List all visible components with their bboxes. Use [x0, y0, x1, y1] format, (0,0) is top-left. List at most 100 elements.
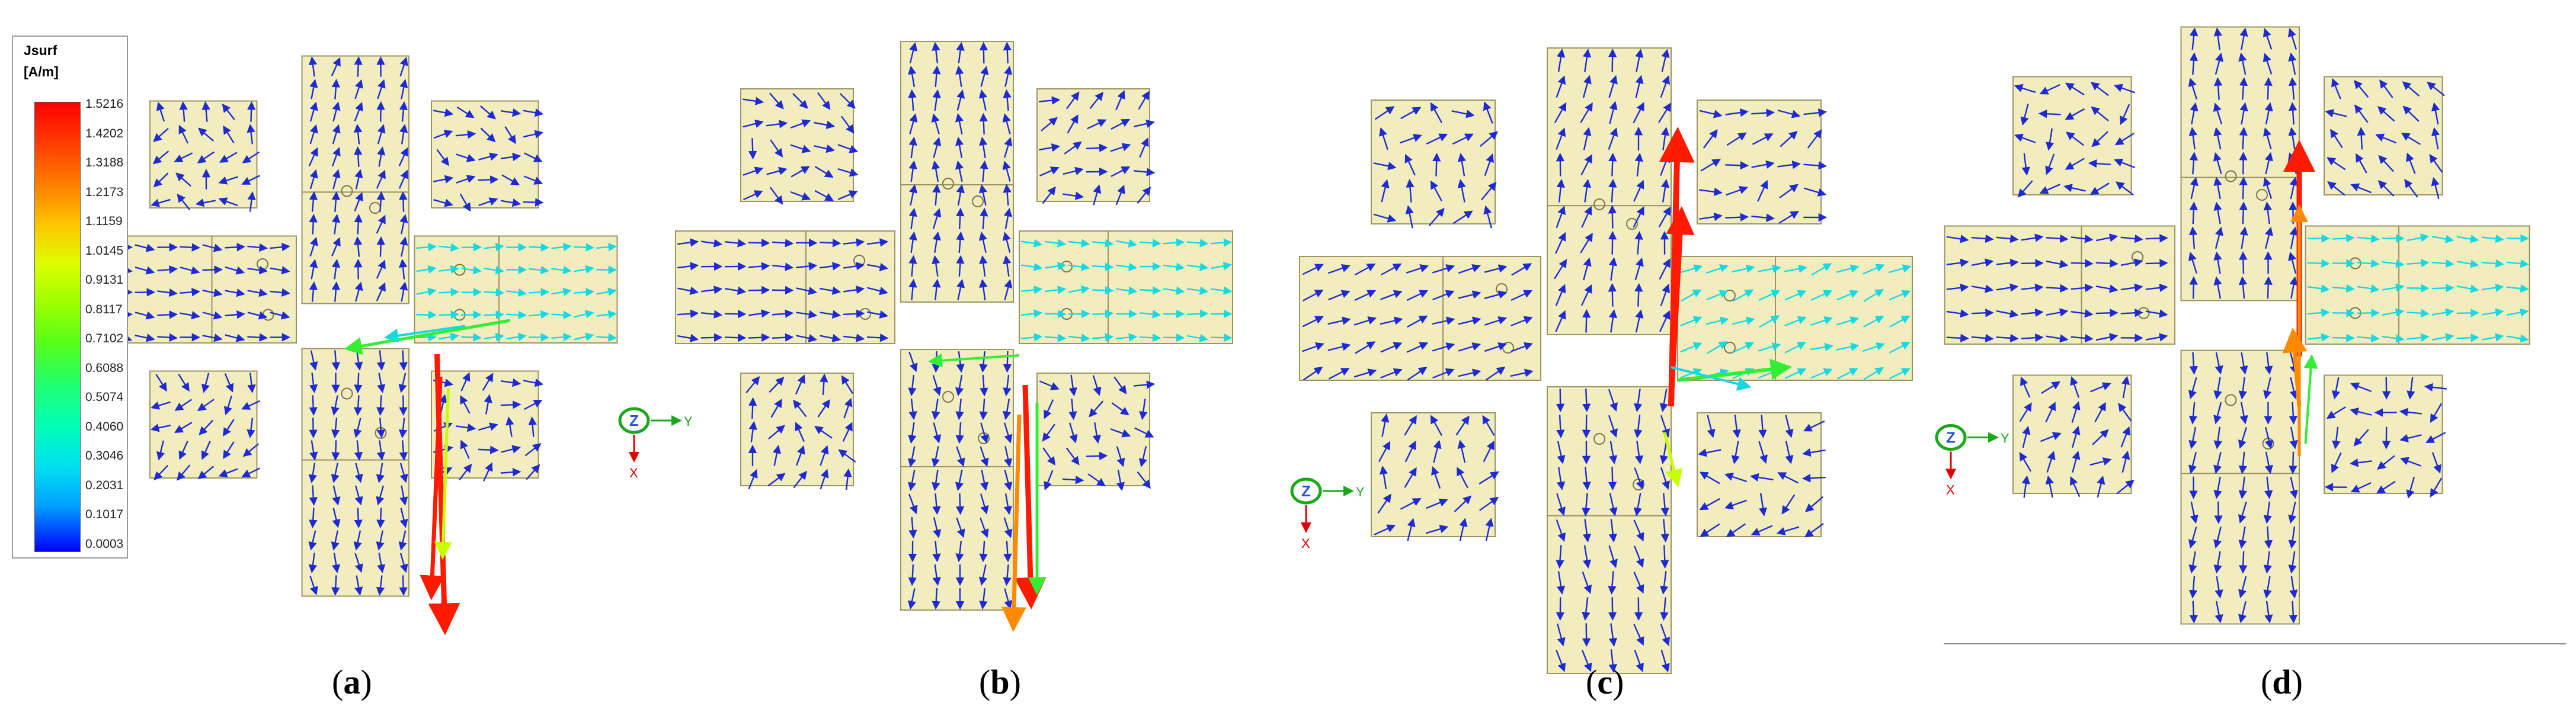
current-arrow [403, 192, 404, 211]
current-arrow [2332, 263, 2354, 264]
current-arrow [748, 337, 769, 338]
patch [2082, 226, 2175, 345]
axis-y-label: Y [2001, 431, 2009, 446]
current-arrow [772, 337, 792, 338]
patch [1037, 373, 1150, 486]
current-arrow [2193, 278, 2194, 299]
current-arrow [1187, 313, 1207, 315]
patch [2181, 27, 2300, 178]
current-arrow [1007, 351, 1008, 371]
current-arrow [2308, 263, 2329, 264]
current-arrow [2193, 203, 2194, 224]
patch [212, 236, 297, 344]
current-arrow [725, 337, 745, 338]
axis-y-label: Y [1356, 484, 1365, 499]
current-arrow [2218, 502, 2219, 523]
current-arrow [1725, 217, 1747, 218]
patch [2013, 376, 2132, 494]
current-arrow [1638, 284, 1639, 306]
caption-d-letter: d [2272, 663, 2291, 701]
current-arrow [2243, 253, 2244, 274]
patch [2306, 226, 2399, 345]
current-arrow [335, 575, 337, 594]
current-arrow [725, 314, 745, 315]
legend-value: 0.6088 [85, 361, 123, 376]
legend-value: 0.7102 [85, 332, 123, 346]
patch [1775, 256, 1912, 380]
current-arrow [358, 215, 359, 234]
legend-value: 1.5216 [85, 97, 123, 111]
patch [901, 185, 1013, 302]
patch [302, 349, 409, 460]
patch [1678, 256, 1775, 380]
current-arrow [1586, 310, 1587, 332]
current-arrow [2146, 238, 2167, 239]
current-arrow [2021, 263, 2043, 264]
caption-c-letter: c [1597, 663, 1612, 701]
current-arrow [202, 269, 221, 270]
patch [1371, 413, 1495, 537]
legend-value: 0.2031 [85, 479, 123, 493]
patch [2324, 376, 2443, 494]
patch [1547, 516, 1671, 673]
legend-value: 0.0003 [85, 537, 123, 551]
current-arrow [1612, 467, 1613, 489]
current-arrow [752, 399, 753, 419]
current-arrow [752, 138, 753, 158]
current-arrow [1045, 314, 1065, 315]
current-arrow [439, 292, 457, 293]
current-arrow [478, 179, 497, 180]
patch [1547, 387, 1671, 516]
legend-value: 1.0145 [85, 244, 123, 258]
current-arrow [335, 440, 336, 459]
current-arrow [1068, 314, 1089, 315]
current-arrow [135, 292, 153, 293]
current-arrow [2243, 551, 2244, 573]
current-arrow [358, 57, 359, 76]
axis-x-label: X [629, 466, 638, 480]
legend-value: 0.1017 [85, 508, 123, 522]
current-arrow [1560, 389, 1561, 410]
axis-z-label: Z [1946, 429, 1956, 447]
baseline-divider [1944, 643, 2566, 644]
legend-value: 1.4202 [85, 127, 123, 141]
legend-value: 0.4060 [85, 420, 123, 434]
patch [150, 101, 257, 208]
patch [302, 460, 409, 596]
current-arrow [574, 247, 593, 248]
legend-value: 0.3046 [85, 449, 123, 463]
current-arrow [1612, 284, 1613, 306]
current-arrow [1092, 313, 1112, 315]
caption-a: (a) [332, 662, 372, 702]
patch [1697, 413, 1821, 537]
patch [1547, 206, 1671, 335]
current-arrow [2071, 263, 2092, 264]
current-arrow [867, 337, 887, 338]
current-arrow [2040, 114, 2061, 115]
legend-unit: [A/m] [24, 64, 59, 80]
legend-title: Jsurf [24, 43, 57, 59]
patch [1547, 48, 1671, 206]
patch [1108, 231, 1233, 344]
current-arrow [461, 337, 480, 338]
current-arrow [1140, 337, 1160, 338]
panel-a: ZYX [46, 56, 617, 630]
patch [431, 101, 539, 208]
patch [2181, 351, 2300, 474]
current-arrow [2193, 601, 2194, 622]
current-arrow [2243, 203, 2244, 224]
axis-z-label: Z [1301, 482, 1311, 500]
current-arrow [959, 209, 961, 229]
legend-value: 0.5074 [85, 390, 123, 405]
current-arrow [358, 508, 359, 527]
current-arrow [380, 102, 381, 121]
current-arrow [2386, 377, 2387, 399]
strong-current-arrow [1025, 385, 1031, 604]
current-arrow [2243, 178, 2244, 200]
legend-value: 0.8117 [85, 303, 123, 317]
patch [499, 236, 617, 344]
strong-current-arrow [1013, 415, 1019, 628]
patch [2324, 77, 2443, 195]
